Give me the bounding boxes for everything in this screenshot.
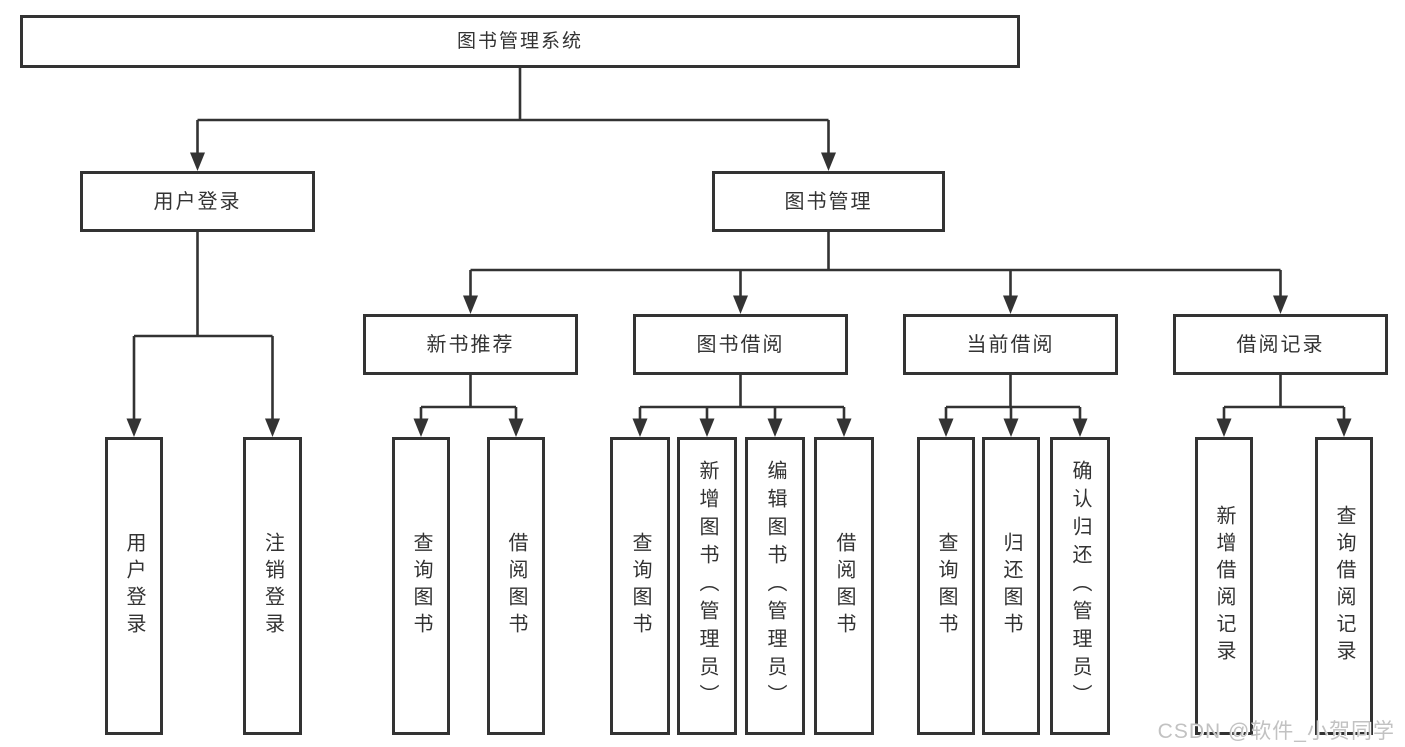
arrowhead (632, 418, 648, 437)
arrowhead (508, 418, 524, 437)
arrowhead (733, 295, 748, 314)
node-borrowing-records: 借阅记录 (1173, 314, 1388, 375)
edge-book-mgmt-to-level3 (469, 232, 1282, 297)
leaf-return-books: 归还图书 (982, 437, 1040, 735)
arrowhead (1273, 295, 1288, 314)
leaf-query-books-current: 查询图书 (917, 437, 975, 735)
arrowhead (836, 418, 852, 437)
arrowhead (265, 418, 280, 437)
arrowhead (463, 295, 478, 314)
edge-root-to-level2 (196, 68, 830, 155)
node-library-management-system: 图书管理系统 (20, 15, 1020, 68)
node-user-login: 用户登录 (80, 171, 315, 232)
leaf-confirm-return-admin: 确认归还（管理员） (1050, 437, 1110, 735)
leaf-add-books-admin: 新增图书（管理员） (677, 437, 737, 735)
arrowhead (1072, 418, 1088, 437)
leaf-query-books-borrow: 查询图书 (610, 437, 670, 735)
leaf-borrow-books-recommend: 借阅图书 (487, 437, 545, 735)
leaf-borrow-books: 借阅图书 (814, 437, 874, 735)
node-book-borrowing: 图书借阅 (633, 314, 848, 375)
leaf-user-login: 用户登录 (105, 437, 163, 735)
arrowhead (821, 152, 836, 171)
edge-user-login-to-leaves (132, 232, 274, 420)
node-new-book-recommendation: 新书推荐 (363, 314, 578, 375)
arrowhead (938, 418, 954, 437)
leaf-query-borrow-record: 查询借阅记录 (1315, 437, 1373, 735)
edge-current-borrow-to-leaves (944, 375, 1082, 420)
arrowhead (413, 418, 429, 437)
arrowhead (1336, 418, 1352, 437)
csdn-watermark: CSDN @软件_小贺同学 (1157, 720, 1395, 743)
arrowhead (1003, 295, 1018, 314)
edge-records-to-leaves (1222, 375, 1346, 420)
arrowhead (190, 152, 205, 171)
node-book-management: 图书管理 (712, 171, 945, 232)
edge-book-borrow-to-leaves (638, 375, 846, 420)
leaf-query-books-recommend: 查询图书 (392, 437, 450, 735)
leaf-logout: 注销登录 (243, 437, 302, 735)
leaf-add-borrow-record: 新增借阅记录 (1195, 437, 1253, 735)
arrowhead (767, 418, 783, 437)
arrowhead (1003, 418, 1019, 437)
node-current-borrowing: 当前借阅 (903, 314, 1118, 375)
edge-new-book-to-leaves (419, 375, 518, 420)
arrowhead (1216, 418, 1232, 437)
leaf-edit-books-admin: 编辑图书（管理员） (745, 437, 805, 735)
arrowhead (699, 418, 715, 437)
arrowhead (126, 418, 142, 437)
